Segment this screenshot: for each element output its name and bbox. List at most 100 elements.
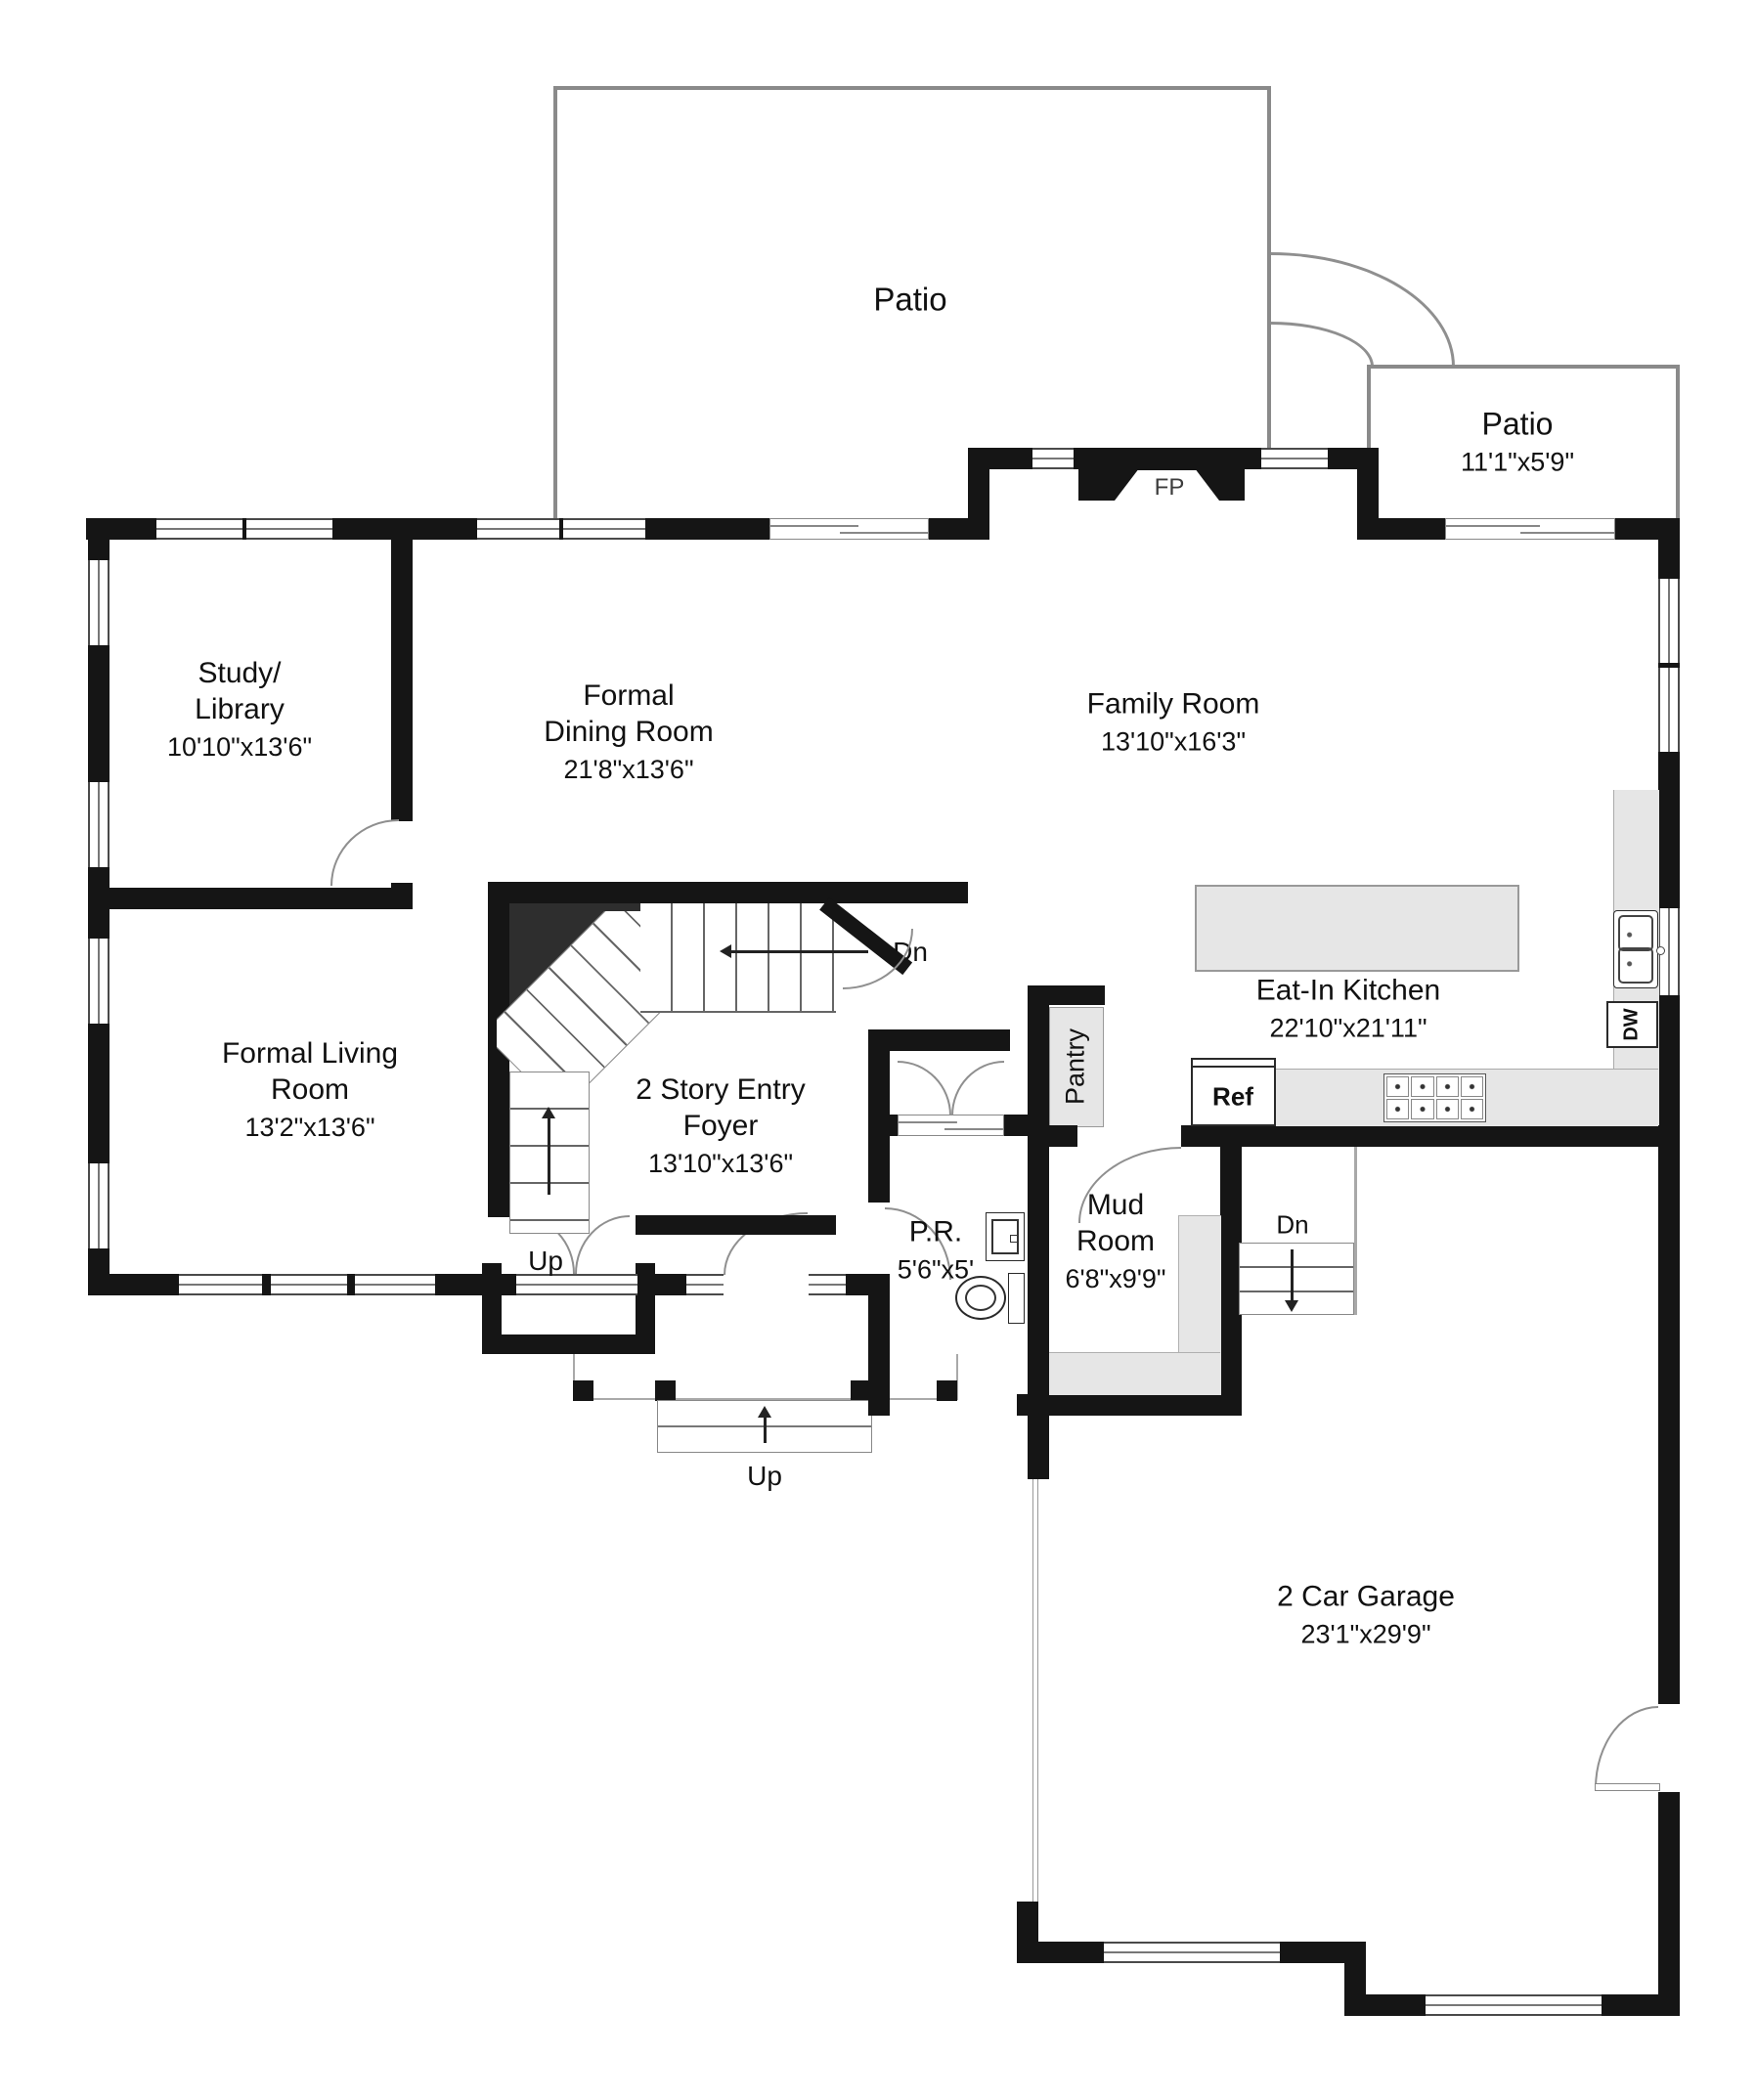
room-label-foyer: 2 Story Entry Foyer 13'10"x13'6"	[636, 1073, 806, 1178]
room-label-living: Formal Living Room 13'2"x13'6"	[221, 1037, 399, 1142]
mud-walkway-horizontal	[1049, 1352, 1220, 1395]
wall-mud-right	[1220, 1147, 1242, 1416]
window	[477, 518, 559, 540]
closet-door-arc-left	[898, 1061, 951, 1116]
sliding-door-dining	[769, 518, 929, 540]
window	[1658, 668, 1680, 752]
pr-vanity-sink	[986, 1212, 1025, 1261]
porch-edge	[573, 1354, 575, 1400]
patio-small-edge-left	[1367, 365, 1371, 518]
garage-door-opening	[1658, 1704, 1680, 1792]
sliding-door-patio-small	[1445, 518, 1615, 540]
entry-up-arrowhead	[758, 1406, 771, 1418]
stairs-up-arrowhead	[542, 1107, 555, 1118]
cooktop	[1383, 1073, 1486, 1122]
wall-jog-left	[968, 448, 989, 540]
porch-edge	[573, 1398, 958, 1400]
wall-kitchen-bottom	[1181, 1125, 1680, 1147]
dishwasher-label: DW	[1620, 1008, 1643, 1041]
wall-garage-left-upper	[1028, 1416, 1049, 1479]
room-label-kitchen: Eat-In Kitchen 22'10"x21'11"	[1255, 974, 1441, 1043]
wall-study-bottom	[88, 888, 413, 909]
porch-edge	[956, 1354, 958, 1400]
window	[1032, 448, 1074, 469]
patio-main-edge-left	[553, 86, 557, 518]
wall-mud-bottom	[1017, 1394, 1242, 1416]
garage-dn-label: Dn	[1276, 1209, 1309, 1240]
wall-pr-top-left	[868, 1115, 898, 1136]
wall-stairs-top	[488, 882, 968, 903]
front-sidelite	[686, 1274, 724, 1295]
wall-pantry-left	[1028, 985, 1049, 1416]
porch-column	[655, 1380, 676, 1401]
patio-main-edge-top	[553, 86, 1271, 90]
bay-wall-left	[482, 1263, 502, 1354]
window	[156, 518, 242, 540]
room-label-garage: 2 Car Garage 23'1"x29'9"	[1277, 1580, 1455, 1649]
refrigerator	[1191, 1058, 1276, 1126]
patio-small-edge-top	[1367, 365, 1680, 369]
window	[246, 518, 332, 540]
wall-pantry-cap	[1028, 985, 1105, 1005]
stairs-up-label: Up	[528, 1246, 563, 1276]
bay-window-sill	[516, 1274, 637, 1295]
wall-pr-left-lower	[868, 1281, 890, 1416]
stairs-up-arrow	[548, 1116, 550, 1195]
garage-dn-arrow	[1291, 1249, 1294, 1300]
window	[179, 1274, 262, 1295]
front-sidelite	[809, 1274, 846, 1295]
fireplace-label: FP	[1154, 474, 1185, 501]
window	[355, 1274, 435, 1295]
porch-column	[937, 1380, 957, 1401]
pr-toilet-bowl	[955, 1276, 1006, 1320]
wall-study-right-stub	[391, 883, 413, 909]
garage-left-line	[1032, 1479, 1038, 1906]
room-label-patio-small: Patio 11'1"x5'9"	[1460, 406, 1575, 477]
patio-main-edge-right	[1267, 86, 1271, 450]
garage-stairs-rail	[1354, 1147, 1357, 1315]
window	[1104, 1942, 1280, 1963]
room-label-family: Family Room 13'10"x16'3"	[1086, 687, 1260, 757]
wall-right-outer	[1658, 518, 1680, 2016]
room-label-mud: Mud Room 6'8"x9'9"	[1065, 1189, 1166, 1293]
closet-door-slot	[898, 1115, 1004, 1136]
refrigerator-label: Ref	[1212, 1081, 1253, 1112]
bay-wall-right	[636, 1263, 655, 1354]
closet-door-arc-right	[951, 1061, 1004, 1116]
entry-up-label: Up	[747, 1461, 782, 1491]
stairs-down-arrow	[731, 950, 868, 953]
window	[563, 518, 645, 540]
window	[1426, 1994, 1602, 2016]
kitchen-island	[1195, 885, 1519, 972]
wall-hall-north	[868, 1029, 1010, 1051]
room-label-dining: Formal Dining Room 21'8"x13'6"	[544, 679, 714, 784]
porch-column	[573, 1380, 593, 1401]
window	[88, 560, 110, 645]
garage-door-leaf	[1595, 1783, 1660, 1791]
wall-study-right	[391, 518, 413, 821]
garage-dn-arrowhead	[1285, 1300, 1298, 1312]
stairs-down-flight	[640, 903, 836, 1013]
room-label-powder: P.R. 5'6"x5'	[897, 1215, 975, 1285]
wall-mud-top-left	[1028, 1125, 1077, 1147]
window	[88, 1163, 110, 1248]
window	[1658, 579, 1680, 663]
window	[271, 1274, 347, 1295]
window	[1261, 448, 1328, 469]
study-door-arc	[330, 819, 399, 886]
room-label-study: Study/ Library 10'10"x13'6"	[166, 657, 313, 762]
stairs-down-arrowhead	[720, 944, 731, 958]
kitchen-sink	[1613, 910, 1665, 988]
window	[88, 782, 110, 867]
understairs-door-arc	[843, 929, 913, 989]
dishwasher	[1606, 1001, 1658, 1048]
patio-small-edge-right	[1676, 365, 1680, 518]
bay-wall-bottom	[482, 1334, 655, 1354]
window	[88, 939, 110, 1024]
wall-front-1	[655, 1274, 686, 1295]
wall-pr-top-right	[1004, 1115, 1028, 1136]
pantry-label: Pantry	[1060, 1028, 1090, 1106]
wall-stairs-bottom	[636, 1215, 836, 1235]
wall-jog-right	[1357, 448, 1379, 540]
